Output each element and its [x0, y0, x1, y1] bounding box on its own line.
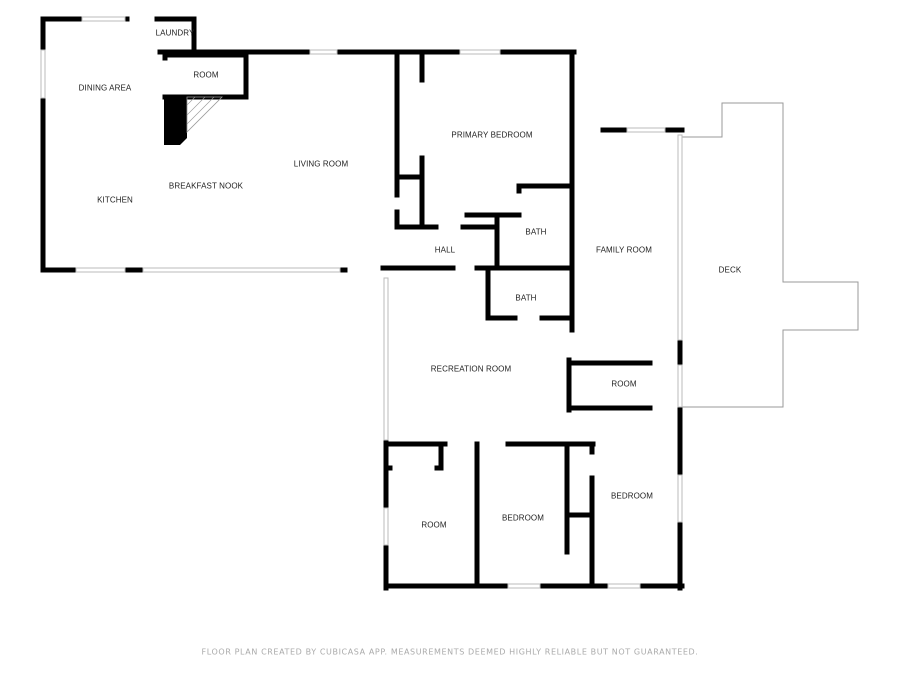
room-label-dining-area: DINING AREA [78, 83, 132, 93]
room-label-bedroom-2: BEDROOM [610, 491, 654, 501]
room-label-bedroom-1: BEDROOM [501, 513, 545, 523]
room-label-room-upper: ROOM [193, 70, 219, 80]
room-label-bath-2: BATH [515, 293, 537, 303]
room-label-primary-bedroom: PRIMARY BEDROOM [451, 130, 533, 140]
room-label-hall: HALL [434, 245, 456, 255]
room-label-deck: DECK [718, 265, 742, 275]
room-label-room-middle: ROOM [611, 379, 637, 389]
room-label-family-room: FAMILY ROOM [596, 245, 652, 255]
room-label-kitchen: KITCHEN [97, 195, 133, 205]
fireplace-icon [164, 96, 223, 145]
footer-disclaimer: FLOOR PLAN CREATED BY CUBICASA APP. MEAS… [201, 647, 699, 657]
room-label-recreation-room: RECREATION ROOM [430, 364, 512, 374]
room-label-laundry: LAUNDRY [155, 28, 195, 38]
walls [40, 16, 685, 591]
room-label-living-room: LIVING ROOM [293, 159, 349, 169]
room-label-breakfast-nook: BREAKFAST NOOK [168, 181, 244, 191]
deck-outline [681, 102, 859, 408]
room-label-room-lower: ROOM [421, 520, 447, 530]
room-label-bath-1: BATH [525, 227, 547, 237]
windows [40, 16, 683, 589]
